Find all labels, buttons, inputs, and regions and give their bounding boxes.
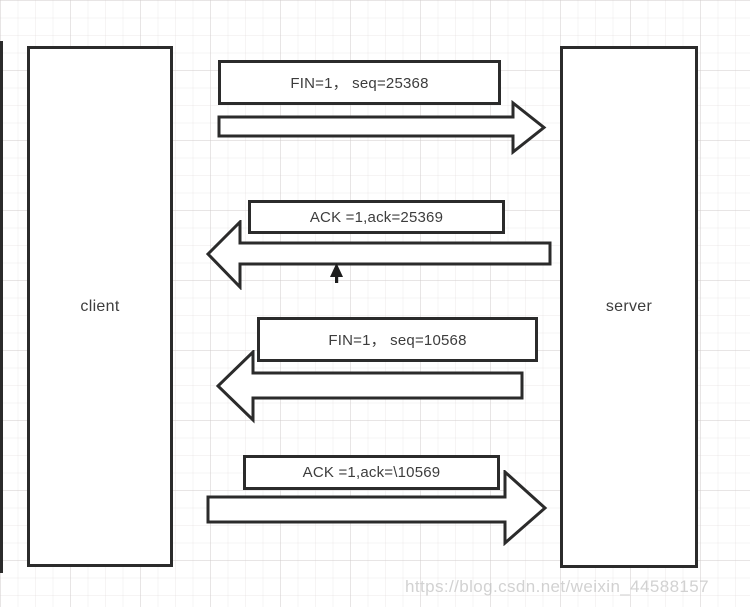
message-box-ack-1: ACK =1,ack=25369 [248, 200, 505, 234]
message-box-ack-2: ACK =1,ack=\10569 [243, 455, 500, 490]
arrow-right-icon [206, 470, 548, 546]
server-node: server [560, 46, 698, 568]
message-label: FIN=1， seq=10568 [328, 332, 467, 349]
partial-node-left-edge [0, 41, 3, 573]
server-label: server [605, 298, 653, 315]
message-label: ACK =1,ack=25369 [309, 208, 444, 226]
message-box-fin-2: FIN=1， seq=10568 [257, 317, 538, 362]
message-label: FIN=1， seq=25368 [290, 75, 429, 92]
watermark: https://blog.csdn.net/weixin_44588157 [404, 577, 709, 596]
marker-caret-icon [329, 263, 344, 289]
client-label: client [80, 297, 120, 315]
client-node: client [27, 46, 173, 567]
arrow-right-icon [216, 100, 548, 156]
message-box-fin-1: FIN=1， seq=25368 [218, 60, 501, 105]
arrow-left-icon [216, 350, 526, 424]
message-label: ACK =1,ack=\10569 [302, 464, 441, 481]
arrow-left-icon [206, 220, 554, 290]
